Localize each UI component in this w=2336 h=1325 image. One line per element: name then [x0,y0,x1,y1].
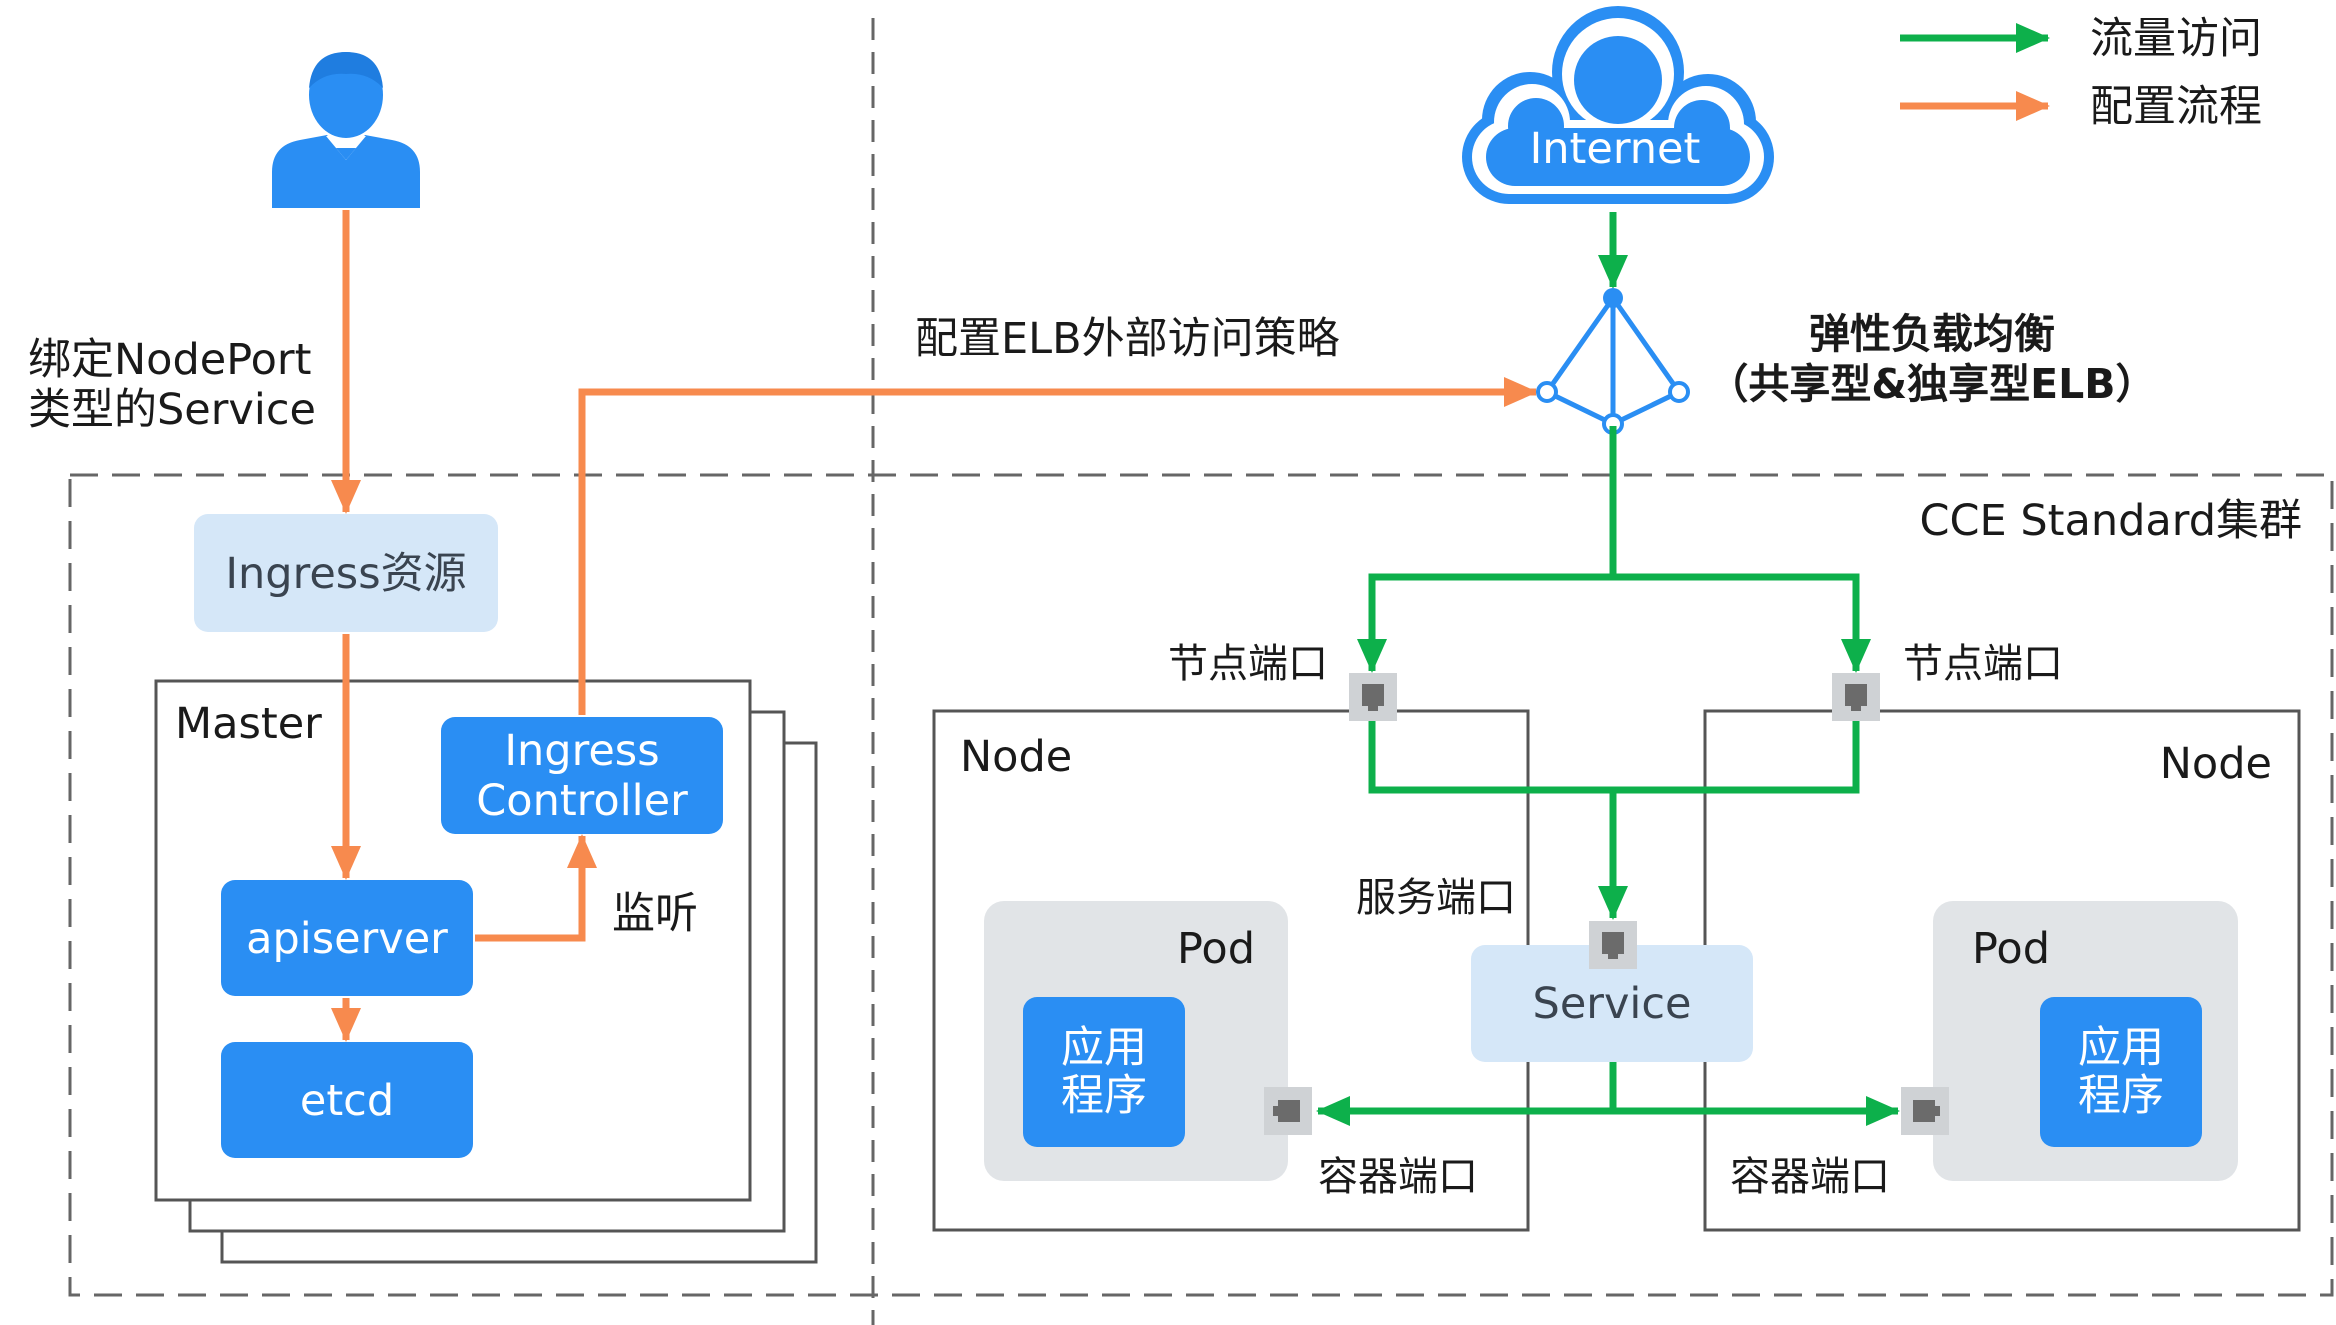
node-right-title: Node [2160,739,2272,789]
container-port-right-label: 容器端口 [1730,1154,1890,1200]
ingress-controller-box [441,717,723,834]
node-port-right-label: 节点端口 [1903,641,2063,687]
service-box [1471,945,1753,1062]
service-port-label: 服务端口 [1356,875,1516,921]
ingress-controller-label-line1: Ingress [504,726,659,776]
bind-service-label-line1: 绑定NodePort [28,335,311,385]
traffic-elb-to-node-port-right [1613,573,1871,673]
node-left-title: Node [960,732,1072,782]
app-right-label-line1: 应用 [2078,1023,2164,1073]
user-icon [272,52,420,208]
config-elb-policy-label: 配置ELB外部访问策略 [915,314,1340,364]
legend-config-label: 配置流程 [2090,82,2262,132]
app-left-label-line2: 程序 [1061,1071,1147,1121]
ingress-controller-label-line2: Controller [476,776,688,826]
app-left-box [1023,997,1185,1147]
cluster-boundary [68,473,2334,1297]
app-left-label-line1: 应用 [1061,1023,1147,1073]
service-label: Service [1533,979,1692,1029]
watch-label: 监听 [612,889,698,939]
master-title: Master [175,699,322,749]
pod-right-title: Pod [1972,924,2050,974]
cluster-title: CCE Standard集群 [1919,496,2302,546]
etcd-label: etcd [300,1076,394,1126]
bind-service-label-line2: 类型的Service [28,385,316,435]
legend-traffic-label: 流量访问 [2090,14,2262,64]
cloud-icon [1462,6,1774,204]
apiserver-box [221,880,473,996]
apiserver-label: apiserver [246,914,448,964]
arrow-ingress-controller-to-elb [578,377,1538,715]
node-port-left-icon [1349,673,1397,721]
etcd-box [221,1042,473,1158]
internet-label: Internet [1530,124,1701,174]
legend: 流量访问 配置流程 [1900,14,2262,132]
traffic-elb-to-node-ports [1357,426,1617,673]
pod-left-title: Pod [1177,924,1255,974]
container-port-right-icon [1901,1087,1949,1135]
ingress-resource-box [194,514,498,632]
ingress-resource-label: Ingress资源 [225,549,466,599]
node-port-left-label: 节点端口 [1168,641,1328,687]
arrow-apiserver-to-ingress-controller [475,834,597,942]
elb-label-line1: 弹性负载均衡 [1809,310,2055,358]
service-port-icon [1589,921,1637,969]
container-port-left-label: 容器端口 [1318,1154,1478,1200]
node-port-right-icon [1832,673,1880,721]
app-right-box [2040,997,2202,1147]
load-balancer-icon [1536,288,1690,435]
elb-label-line2: （共享型&独享型ELB） [1707,360,2156,408]
app-right-label-line2: 程序 [2078,1071,2164,1121]
container-port-left-icon [1264,1087,1312,1135]
